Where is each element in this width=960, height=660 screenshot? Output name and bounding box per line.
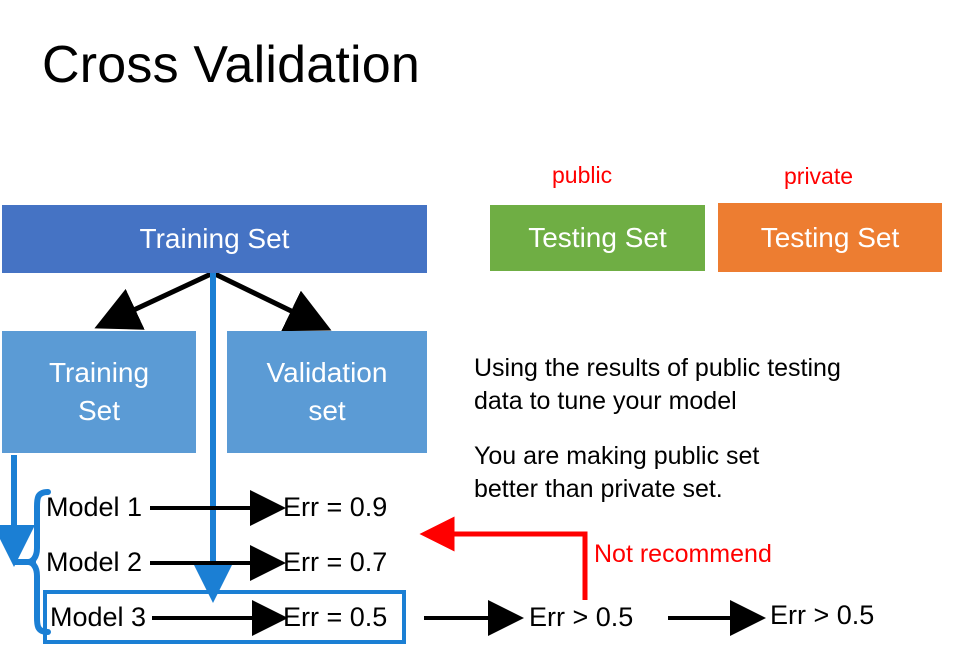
private-outcome-label: Err > 0.5 (770, 600, 875, 630)
arrow-down-right-icon (213, 271, 332, 332)
public-label: public (552, 162, 613, 188)
note-paragraph-2: You are making public set better than pr… (474, 442, 760, 503)
page-title: Cross Validation (42, 36, 420, 94)
model-1-label: Model 1 (46, 492, 143, 522)
public-outcome-label: Err > 0.5 (529, 602, 634, 632)
model-1-error: Err = 0.9 (283, 492, 388, 522)
selected-model-highlight (43, 590, 406, 644)
validation-set-box[interactable]: Validation set (227, 331, 427, 453)
note-paragraph-1: Using the results of public testing data… (474, 354, 841, 415)
arrow-down-blue-left-icon (0, 455, 36, 567)
private-testing-set-box[interactable]: Testing Set (718, 203, 942, 272)
model-3-label: Model 3 (50, 602, 147, 632)
training-set-box[interactable]: Training Set (2, 205, 427, 273)
sub-training-set-box[interactable]: Training Set (2, 331, 196, 453)
model-2-label: Model 2 (46, 547, 143, 577)
arrow-down-left-icon (94, 271, 213, 330)
public-testing-set-box[interactable]: Testing Set (490, 205, 705, 271)
arrow-left-red-elbow-icon (419, 516, 588, 600)
not-recommend-label: Not recommend (594, 540, 772, 568)
model-2-error: Err = 0.7 (283, 547, 388, 577)
private-label: private (784, 163, 854, 189)
model-3-error: Err = 0.5 (283, 602, 388, 632)
